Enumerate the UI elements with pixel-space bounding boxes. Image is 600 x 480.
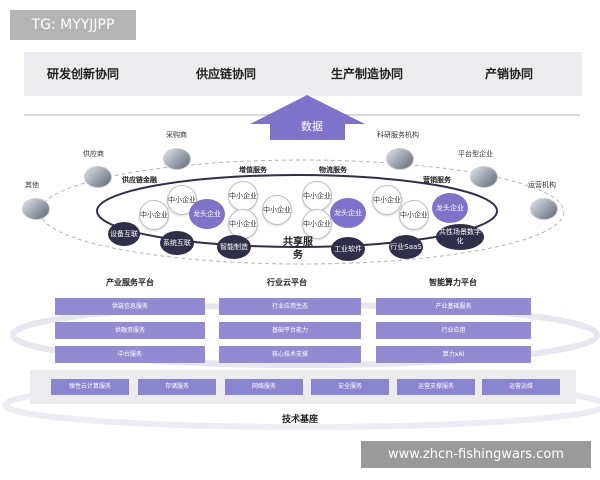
scenario-digitalization-node: 共性场景数字化 xyxy=(436,224,484,250)
site-watermark: www.zhcn-fishingwars.com xyxy=(361,441,591,468)
data-arrow-label: 数据 xyxy=(301,120,323,133)
other-photo xyxy=(22,198,50,220)
channel-tag: TG: MYYJJPP xyxy=(10,10,136,40)
supply-finance-label: 供应链金融 xyxy=(122,176,157,184)
leader-circle: 龙头企业 xyxy=(432,193,468,223)
industry-cloud-platform-title: 行业云平台 xyxy=(267,278,307,287)
platform-item-bar: 基础平台能力 xyxy=(219,322,361,339)
operator-photo xyxy=(530,198,558,220)
sales-collab-label: 产销协同 xyxy=(485,67,534,81)
supply-collab-label: 供应链协同 xyxy=(196,67,257,81)
base-item-bar: 运营支撑服务 xyxy=(397,379,475,395)
smart-manufacturing-node: 智能制造 xyxy=(217,235,251,259)
intelligent-computing-platform-title: 智能算力平台 xyxy=(429,278,477,287)
platform-item-bar: 供融资服务 xyxy=(55,322,205,339)
industrial-software-node: 工业软件 xyxy=(331,237,365,261)
marketing-label: 营销服务 xyxy=(423,176,451,184)
research-photo xyxy=(386,148,414,170)
industry-service-platform-title: 产业服务平台 xyxy=(106,278,154,287)
platform-item-bar: 中台服务 xyxy=(55,346,205,363)
supplier-label: 供应商 xyxy=(83,150,104,158)
inner-ellipse xyxy=(96,174,498,248)
leader-circle: 龙头企业 xyxy=(330,198,366,228)
sme-circle: 中小企业 xyxy=(302,209,332,239)
other-label: 其他 xyxy=(25,181,39,189)
purchaser-photo xyxy=(163,148,191,170)
base-item-bar: 存储服务 xyxy=(138,379,216,395)
leader-circle: 龙头企业 xyxy=(189,199,225,229)
research-label: 科研服务机构 xyxy=(377,131,419,139)
sme-circle: 中小企业 xyxy=(372,185,402,215)
base-item-bar: 弹性云计算服务 xyxy=(51,379,129,395)
platform-item-bar: 产业基础服务 xyxy=(376,298,531,315)
platform-photo xyxy=(470,166,498,188)
logistics-label: 物流服务 xyxy=(319,166,347,174)
sme-circle: 中小企业 xyxy=(228,181,258,211)
platform-item-bar: 核心技术支撑 xyxy=(219,346,361,363)
supplier-photo xyxy=(84,166,112,188)
platform-item-bar: 供链信息服务 xyxy=(55,298,205,315)
sme-circle: 中小企业 xyxy=(262,195,292,225)
sme-circle: 中小企业 xyxy=(302,181,332,211)
device-interconnect-node: 设备互联 xyxy=(108,222,140,246)
system-interconnect-node: 系统互联 xyxy=(160,231,194,255)
platform-item-bar: 行业应用生态 xyxy=(219,298,361,315)
platform-label: 平台型企业 xyxy=(458,150,493,158)
operator-label: 运营机构 xyxy=(528,181,556,189)
collaboration-bar: 研发创新协同 供应链协同 生产制造协同 产销协同 xyxy=(24,52,582,96)
sme-circle: 中小企业 xyxy=(399,200,429,230)
data-up-arrow xyxy=(250,95,365,140)
shared-services-label: 共享服务 xyxy=(283,237,313,261)
platform-item-bar: 行业应用 xyxy=(376,322,531,339)
base-item-bar: 安全服务 xyxy=(311,379,389,395)
rd-collab-label: 研发创新协同 xyxy=(47,67,120,81)
technology-foundation-label: 技术基座 xyxy=(281,415,318,425)
production-collab-label: 生产制造协同 xyxy=(331,67,404,81)
industry-saas-node: 行业SaaS xyxy=(389,235,423,259)
base-item-bar: 网络服务 xyxy=(225,379,303,395)
platform-item-bar: 算力xAI xyxy=(376,346,531,363)
base-item-bar: 运营运维 xyxy=(482,379,560,395)
value-added-label: 增值服务 xyxy=(239,166,267,174)
purchaser-label: 采购商 xyxy=(166,131,187,139)
sme-circle: 中小企业 xyxy=(139,200,169,230)
